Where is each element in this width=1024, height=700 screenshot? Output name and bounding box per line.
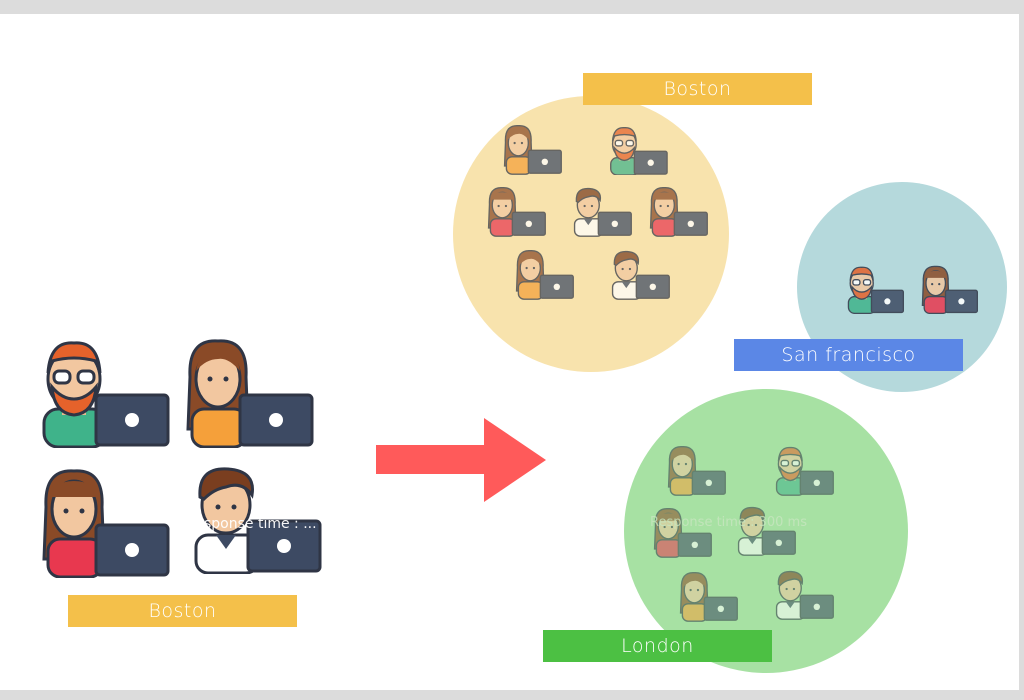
london-response-time-text: Response time : 300 ms bbox=[650, 515, 807, 530]
left-response-time-text: sponse time : ... bbox=[204, 516, 317, 532]
london-cluster-label: London bbox=[543, 630, 772, 662]
sf-cluster-people bbox=[847, 265, 979, 314]
boston-cluster-label: Boston bbox=[583, 73, 812, 105]
london-cluster-people bbox=[653, 445, 834, 622]
person-woman-red bbox=[42, 469, 170, 578]
person-ginger-glasses bbox=[42, 341, 170, 448]
migration-arrow bbox=[376, 418, 546, 502]
sf-cluster-label: San francisco bbox=[734, 339, 963, 371]
left-boston-label: Boston bbox=[68, 595, 297, 627]
person-woman-orange bbox=[186, 339, 314, 448]
boston-cluster-people bbox=[487, 124, 708, 300]
